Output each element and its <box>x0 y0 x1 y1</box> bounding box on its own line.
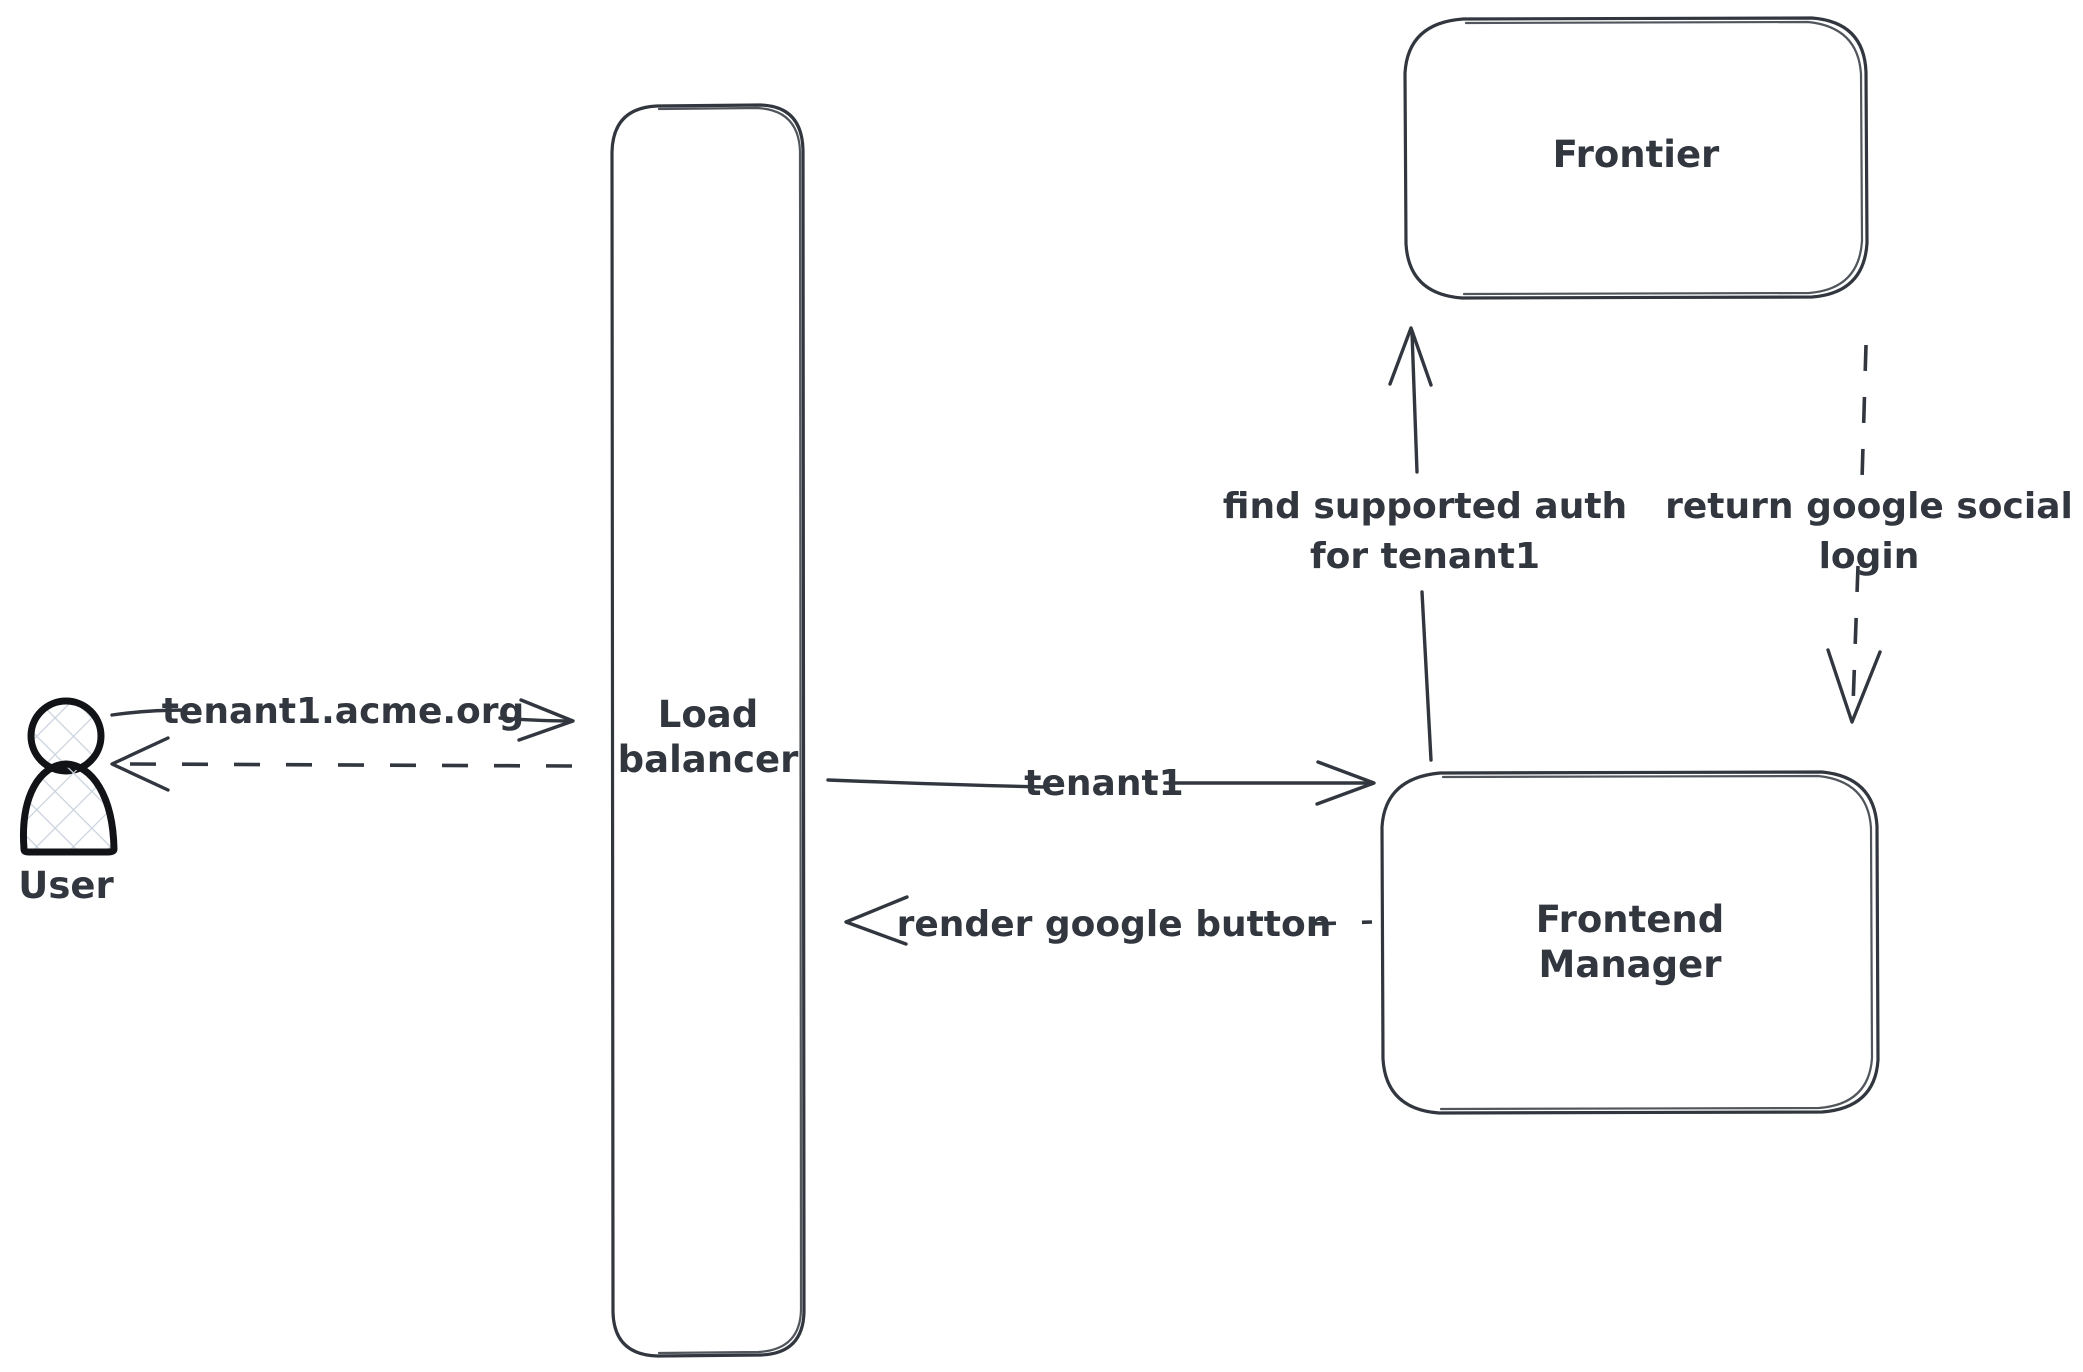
node-user[interactable]: User <box>18 697 118 907</box>
edge-lb-to-fm[interactable]: tenant1 <box>826 760 1376 806</box>
edge-lb-to-user[interactable] <box>110 736 573 792</box>
edge-frontier-to-fm-label-line1: return google social <box>1665 486 2073 527</box>
person-icon <box>19 697 118 856</box>
node-frontend-manager-label-line1: Frontend <box>1536 898 1725 941</box>
node-load-balancer-label-line1: Load <box>658 693 758 736</box>
edge-user-to-lb-label: tenant1.acme.org <box>162 691 525 732</box>
edge-fm-to-frontier[interactable]: find supported auth for tenant1 <box>1223 326 1627 762</box>
edge-fm-to-frontier-label-line2: for tenant1 <box>1310 536 1540 577</box>
edge-fm-to-lb-label: render google button <box>897 904 1332 945</box>
node-frontier[interactable]: Frontier <box>1403 16 1869 300</box>
node-load-balancer-label-line2: balancer <box>618 738 799 781</box>
edge-user-to-lb[interactable]: tenant1.acme.org <box>110 691 575 742</box>
node-frontend-manager-label-line2: Manager <box>1539 943 1723 986</box>
node-frontier-label: Frontier <box>1553 133 1720 176</box>
edge-fm-to-frontier-label-line1: find supported auth <box>1223 486 1627 527</box>
edge-frontier-to-fm-label-line2: login <box>1819 536 1920 577</box>
edge-lb-to-fm-label: tenant1 <box>1024 763 1183 804</box>
node-load-balancer[interactable]: Load balancer <box>610 103 806 1358</box>
edge-frontier-to-fm[interactable]: return google social login <box>1665 344 2073 724</box>
node-frontend-manager[interactable]: Frontend Manager <box>1380 770 1880 1115</box>
node-user-label: User <box>18 864 114 907</box>
edge-fm-to-lb[interactable]: render google button <box>844 895 1373 946</box>
